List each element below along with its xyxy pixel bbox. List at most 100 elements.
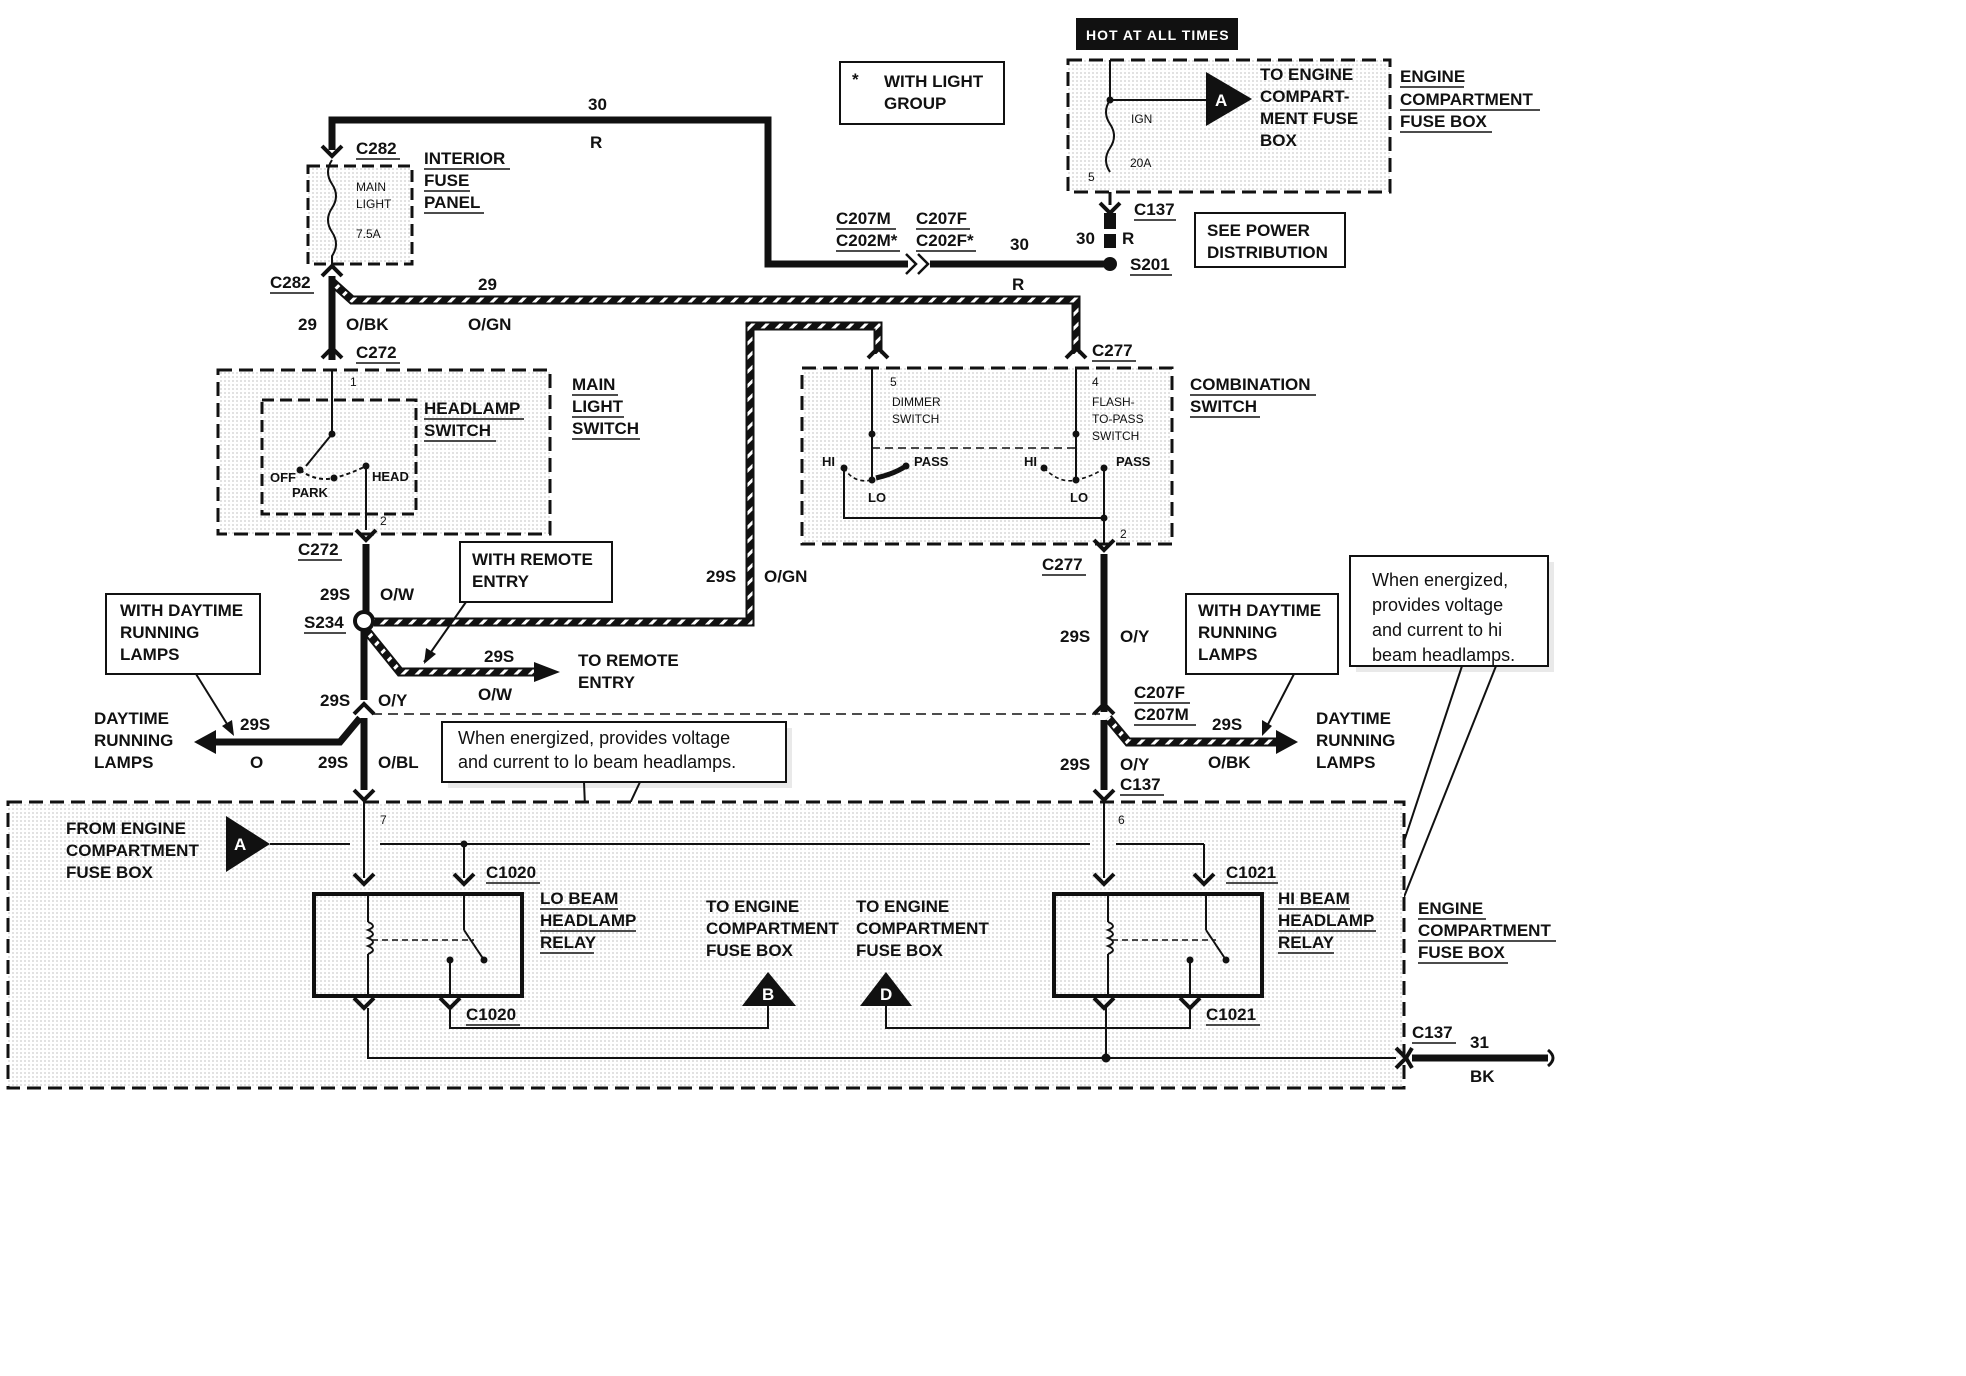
svg-text:COMPARTMENT: COMPARTMENT — [856, 919, 989, 938]
svg-text:FLASH-: FLASH- — [1092, 395, 1135, 409]
svg-text:MAIN: MAIN — [572, 375, 615, 394]
relay-ground-wiring — [367, 1004, 1555, 1070]
svg-text:O/BK: O/BK — [1208, 753, 1251, 772]
svg-text:RUNNING: RUNNING — [1198, 623, 1277, 642]
with-remote-entry-box: WITH REMOTE ENTRY — [423, 541, 613, 664]
main-light-fuse-icon — [327, 159, 337, 266]
svg-text:When energized, provides volta: When energized, provides voltage — [458, 728, 730, 748]
svg-text:SEE POWER: SEE POWER — [1207, 221, 1310, 240]
wire-29 — [320, 276, 1081, 360]
svg-text:COMBINATION: COMBINATION — [1190, 375, 1311, 394]
svg-text:LO: LO — [1070, 490, 1088, 505]
hot-at-all-times-tag: HOT AT ALL TIMES — [1076, 18, 1238, 50]
svg-text:29S: 29S — [240, 715, 270, 734]
svg-text:and current to hi: and current to hi — [1372, 620, 1502, 640]
splice-s234 — [353, 610, 375, 632]
svg-text:WITH REMOTE: WITH REMOTE — [472, 550, 593, 569]
svg-text:BOX: BOX — [1260, 131, 1298, 150]
svg-text:C277: C277 — [1042, 555, 1083, 574]
svg-text:COMPARTMENT: COMPARTMENT — [706, 919, 839, 938]
svg-text:C1021: C1021 — [1206, 1005, 1256, 1024]
svg-text:C282: C282 — [356, 139, 397, 158]
svg-text:DAYTIME: DAYTIME — [94, 709, 169, 728]
svg-text:When energized,: When energized, — [1372, 570, 1508, 590]
svg-text:GROUP: GROUP — [884, 94, 946, 113]
svg-text:C277: C277 — [1092, 341, 1133, 360]
main-light-switch: 1 2 OFF PARK HEAD — [216, 368, 552, 536]
left-drl-box: WITH DAYTIME RUNNING LAMPS — [105, 593, 261, 736]
svg-text:S201: S201 — [1130, 255, 1170, 274]
svg-text:29S: 29S — [1060, 627, 1090, 646]
svg-text:29S: 29S — [320, 585, 350, 604]
svg-text:LAMPS: LAMPS — [1316, 753, 1376, 772]
svg-text:RUNNING: RUNNING — [94, 731, 173, 750]
svg-text:30: 30 — [588, 95, 607, 114]
combination-switch: 5 4 2 DIMMER SWITCH FLASH- TO-PASS SWITC… — [800, 345, 1174, 553]
svg-text:HI: HI — [1024, 454, 1037, 469]
svg-text:BK: BK — [1470, 1067, 1495, 1086]
svg-text:PASS: PASS — [1116, 454, 1151, 469]
svg-text:R: R — [1012, 275, 1024, 294]
lo-beam-relay — [312, 872, 524, 1011]
svg-text:RELAY: RELAY — [1278, 933, 1335, 952]
svg-text:29S: 29S — [320, 691, 350, 710]
svg-text:HI: HI — [822, 454, 835, 469]
svg-text:C137: C137 — [1412, 1023, 1453, 1042]
wire-29s-right — [1092, 554, 1298, 803]
svg-text:ENTRY: ENTRY — [472, 572, 530, 591]
svg-text:and current to lo beam headlam: and current to lo beam headlamps. — [458, 752, 736, 772]
svg-text:C207M: C207M — [1134, 705, 1189, 724]
svg-text:7.5A: 7.5A — [356, 227, 381, 241]
svg-text:29S: 29S — [706, 567, 736, 586]
svg-text:PASS: PASS — [914, 454, 949, 469]
svg-text:INTERIOR: INTERIOR — [424, 149, 505, 168]
svg-text:SWITCH: SWITCH — [424, 421, 491, 440]
svg-text:FUSE BOX: FUSE BOX — [856, 941, 944, 960]
svg-text:A: A — [1215, 91, 1227, 110]
connector-b-triangle: B — [742, 972, 796, 1006]
svg-text:beam headlamps.: beam headlamps. — [1372, 645, 1515, 665]
svg-text:1: 1 — [350, 375, 357, 389]
svg-text:C137: C137 — [1120, 775, 1161, 794]
svg-text:O/Y: O/Y — [1120, 755, 1150, 774]
fuse-20a-icon — [1105, 99, 1115, 173]
svg-text:C202F*: C202F* — [916, 231, 974, 250]
svg-text:HEADLAMP: HEADLAMP — [424, 399, 520, 418]
left-drl-wire — [194, 701, 376, 803]
svg-text:HEADLAMP: HEADLAMP — [540, 911, 636, 930]
splice-s201 — [1103, 257, 1117, 271]
svg-text:ENTRY: ENTRY — [578, 673, 636, 692]
svg-text:HI BEAM: HI BEAM — [1278, 889, 1350, 908]
svg-text:O/GN: O/GN — [468, 315, 511, 334]
svg-text:TO ENGINE: TO ENGINE — [706, 897, 799, 916]
svg-text:SWITCH: SWITCH — [892, 412, 939, 426]
svg-text:5: 5 — [1088, 170, 1095, 184]
svg-text:LO: LO — [868, 490, 886, 505]
lo-beam-note: When energized, provides voltage and cur… — [441, 721, 792, 881]
svg-text:5: 5 — [890, 375, 897, 389]
engine-fuse-box-top: A IGN 20A 5 TO ENGINE COMPART- MENT FUSE… — [1066, 58, 1392, 194]
svg-text:MAIN: MAIN — [356, 180, 386, 194]
svg-text:WITH LIGHT: WITH LIGHT — [884, 72, 984, 91]
svg-text:7: 7 — [380, 813, 387, 827]
svg-text:TO-PASS: TO-PASS — [1092, 412, 1144, 426]
svg-text:C1020: C1020 — [466, 1005, 516, 1024]
svg-text:C207M: C207M — [836, 209, 891, 228]
svg-text:COMPARTMENT: COMPARTMENT — [66, 841, 199, 860]
svg-text:COMPART-: COMPART- — [1260, 87, 1349, 106]
hi-beam-note: When energized, provides voltage and cur… — [1349, 555, 1554, 903]
wire-29s-left — [353, 321, 883, 700]
svg-text:O/W: O/W — [478, 685, 513, 704]
svg-text:DISTRIBUTION: DISTRIBUTION — [1207, 243, 1328, 262]
svg-text:SWITCH: SWITCH — [1190, 397, 1257, 416]
svg-text:29: 29 — [478, 275, 497, 294]
svg-text:WITH DAYTIME: WITH DAYTIME — [1198, 601, 1321, 620]
svg-text:RUNNING: RUNNING — [1316, 731, 1395, 750]
svg-text:D: D — [880, 985, 892, 1004]
connector-a-arrow — [1206, 72, 1252, 126]
svg-text:C207F: C207F — [1134, 683, 1185, 702]
svg-text:C1021: C1021 — [1226, 863, 1276, 882]
svg-text:C1020: C1020 — [486, 863, 536, 882]
svg-text:ENGINE: ENGINE — [1400, 67, 1465, 86]
svg-text:O/Y: O/Y — [378, 691, 408, 710]
